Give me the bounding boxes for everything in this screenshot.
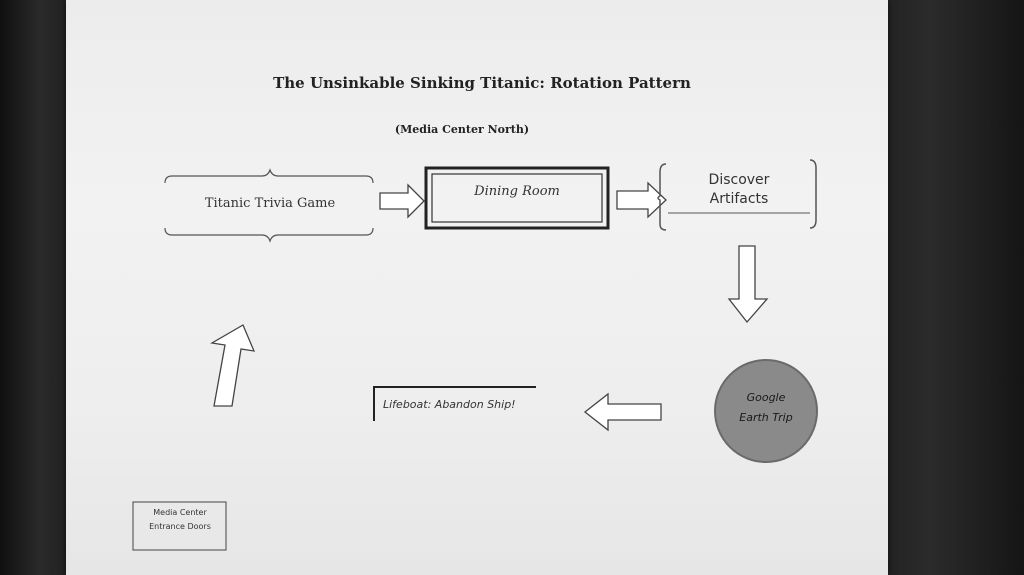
- entrance-box: [132, 501, 227, 551]
- discover-left-bracket: [657, 163, 667, 231]
- discover-line-1: Discover: [708, 172, 770, 188]
- dining-outer-box: [424, 166, 610, 230]
- lifeboat-corner: [373, 386, 536, 421]
- trivia-bottom-brace: [164, 227, 374, 243]
- discover-right-bracket: [809, 159, 817, 229]
- node-trivia-game: Titanic Trivia Game: [204, 196, 336, 211]
- entrance-line-1: Media Center: [153, 508, 207, 517]
- arrow-right-1: [379, 183, 425, 219]
- discover-line-2: Artifacts: [709, 191, 769, 207]
- arrow-left: [583, 392, 662, 432]
- google-earth-circle: [714, 359, 818, 463]
- google-line-2: Earth Trip: [739, 411, 793, 424]
- node-dining-room: Dining Room: [474, 184, 560, 199]
- diagram-title: The Unsinkable Sinking Titanic: Rotation…: [273, 74, 691, 92]
- discover-brackets: [657, 159, 817, 231]
- node-discover-artifacts: Discover Artifacts: [668, 171, 810, 209]
- google-line-1: Google: [746, 391, 786, 404]
- node-lifeboat: Lifeboat: Abandon Ship!: [383, 398, 516, 411]
- trivia-top-brace: [164, 168, 374, 184]
- node-entrance-doors: Media Center Entrance Doors: [134, 506, 226, 534]
- entrance-line-2: Entrance Doors: [149, 522, 211, 531]
- arrow-up: [210, 324, 256, 407]
- arrow-right-2: [616, 181, 667, 219]
- trivia-braces: [164, 168, 374, 243]
- dining-inner-box: [431, 173, 603, 223]
- node-google-earth-trip: Google Earth Trip: [716, 388, 816, 428]
- diagram-subtitle: (Media Center North): [394, 123, 530, 136]
- arrow-down: [727, 245, 769, 324]
